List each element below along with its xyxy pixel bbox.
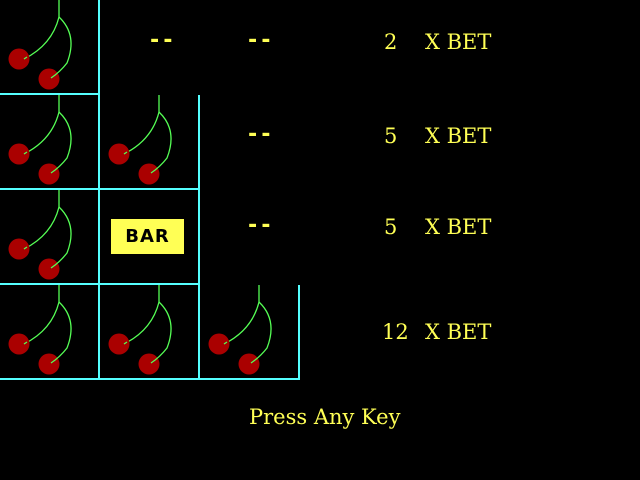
payout-label: X BET [425,124,492,148]
payout-label: X BET [425,215,492,239]
empty-symbol: -- [246,28,273,53]
payout-value: 5 [384,124,398,148]
empty-symbol: -- [246,122,273,147]
cherry-icon [100,285,200,380]
payout-value: 2 [384,30,398,54]
bar-symbol: BAR [111,219,184,254]
payout-label: X BET [425,30,492,54]
cherry-icon [100,95,200,190]
empty-symbol: -- [148,28,175,53]
cherry-icon [0,285,100,380]
cherry-icon [0,0,100,95]
cherry-icon [200,285,300,380]
empty-symbol: -- [246,213,273,238]
payout-value: 5 [384,215,398,239]
press-any-key-prompt[interactable]: Press Any Key [249,405,401,429]
bar-cell: BAR [100,190,200,285]
cherry-icon [0,190,100,285]
payout-label: X BET [425,320,492,344]
cherry-icon [0,95,100,190]
payout-value: 12 [382,320,409,344]
